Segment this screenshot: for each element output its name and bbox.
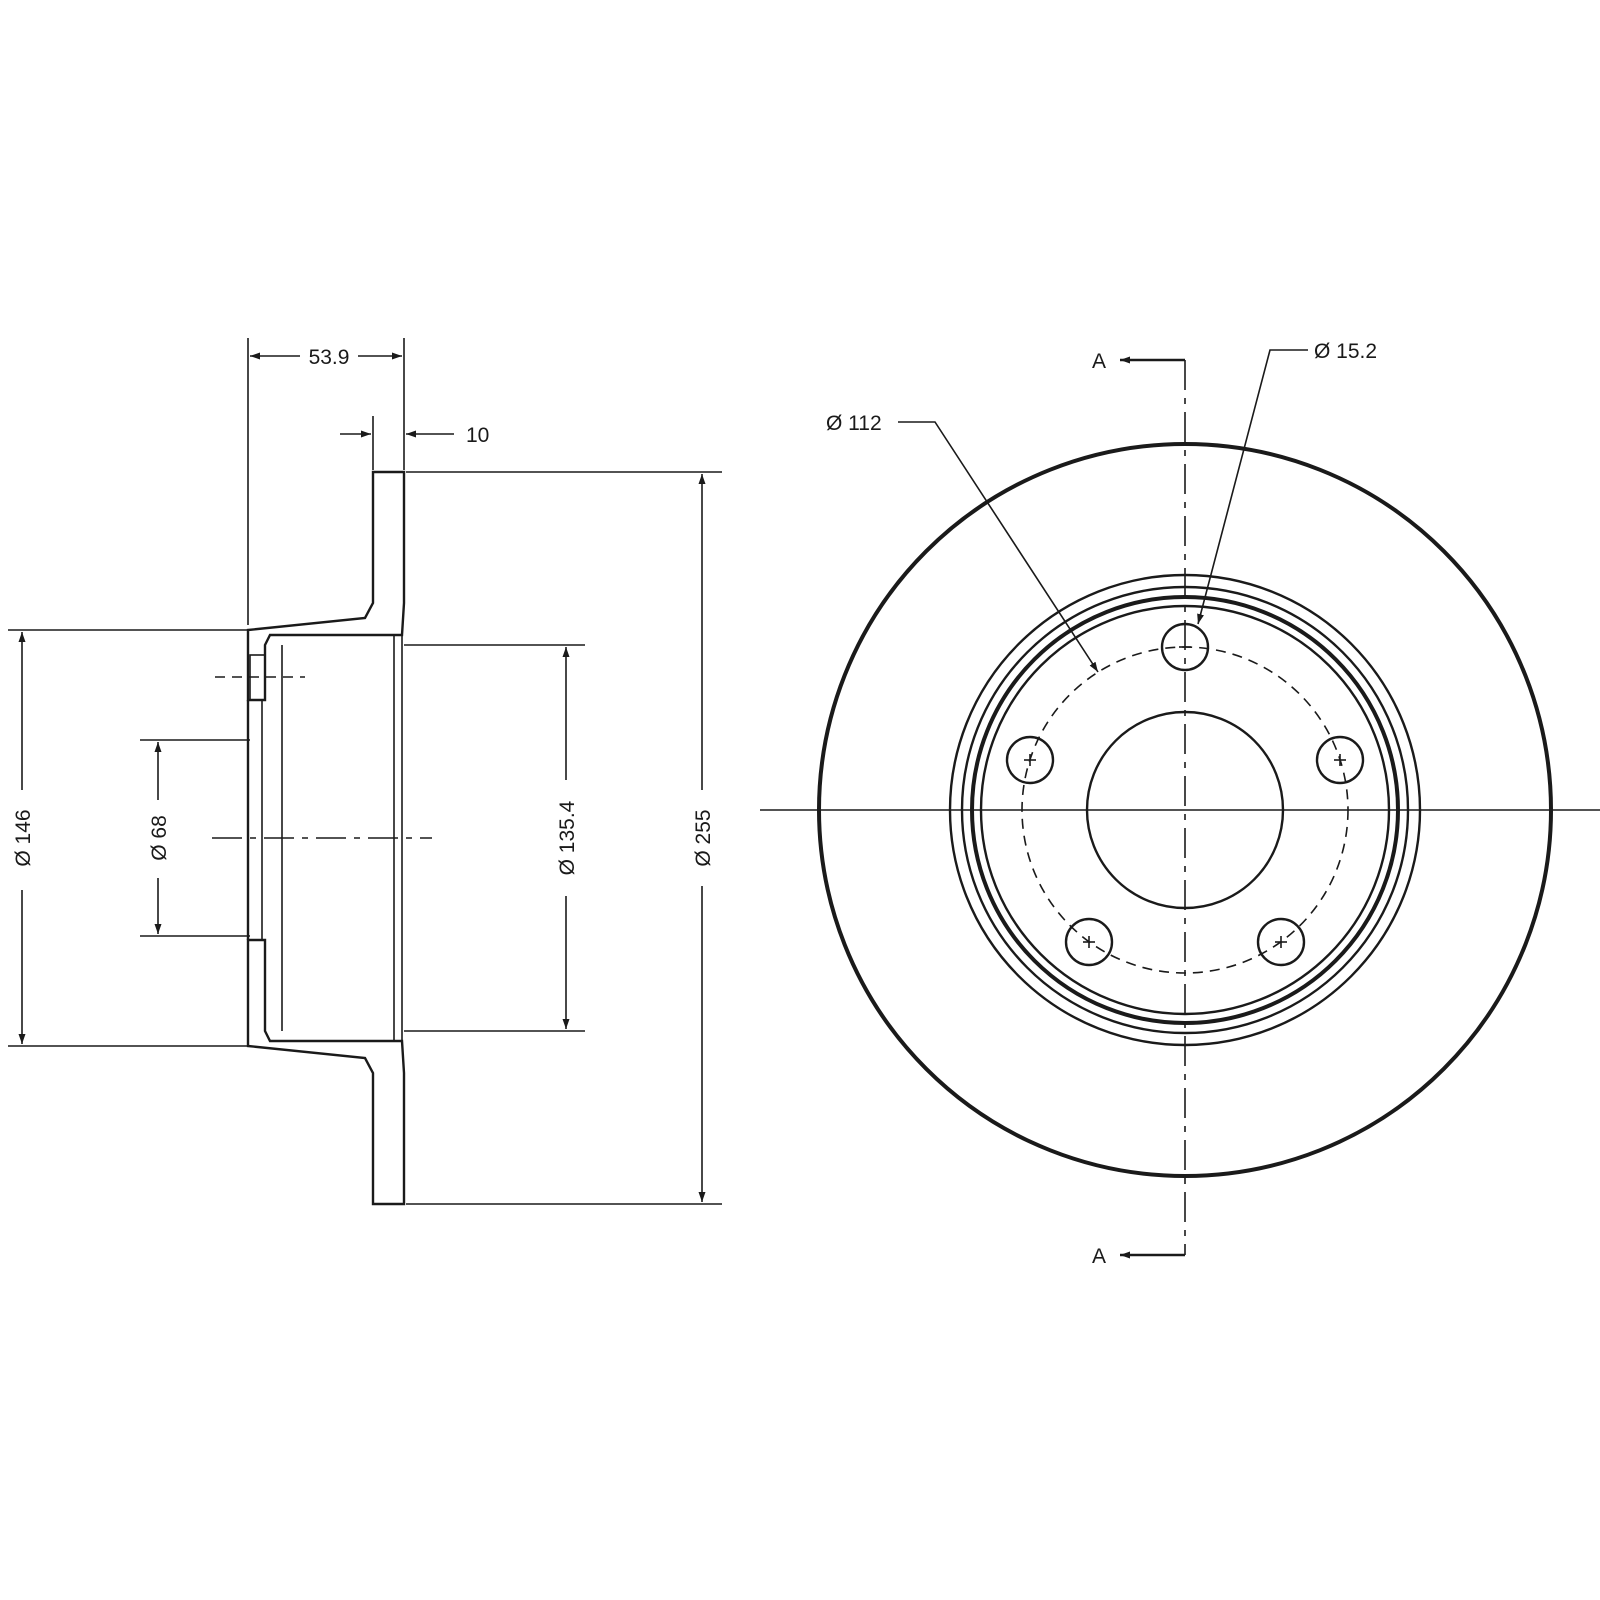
dim-bolt-hole: Ø 15.2 xyxy=(1314,340,1377,363)
bolt-hole-2 xyxy=(1315,735,1365,785)
dim-center-bore: Ø 68 xyxy=(148,815,171,861)
dim-hat-diameter: Ø 146 xyxy=(12,809,35,866)
dim-hub-depth: 53.9 xyxy=(309,346,350,369)
bolt-hole-3 xyxy=(1256,917,1306,967)
bolt-circle-leader xyxy=(898,421,1099,673)
dim-disc-thickness: 10 xyxy=(466,424,489,447)
section-mark-top: A xyxy=(1092,350,1106,373)
section-mark-bottom: A xyxy=(1092,1245,1106,1268)
section-profile-top xyxy=(246,470,406,702)
bolt-hole-5 xyxy=(1005,735,1055,785)
front-view: A A Ø 112 Ø 15.2 xyxy=(760,340,1600,1268)
dim-outer-diameter: Ø 255 xyxy=(692,809,715,866)
dim-bolt-circle: Ø 112 xyxy=(826,412,882,435)
bolt-hole-leader xyxy=(1197,349,1308,625)
bolt-hole-4 xyxy=(1064,917,1114,967)
side-section-view: 53.9 10 Ø 146 Ø 68 Ø 135.4 Ø 255 xyxy=(8,338,722,1206)
dim-inner-diameter: Ø 135.4 xyxy=(556,800,579,875)
section-profile-bottom xyxy=(246,938,406,1206)
